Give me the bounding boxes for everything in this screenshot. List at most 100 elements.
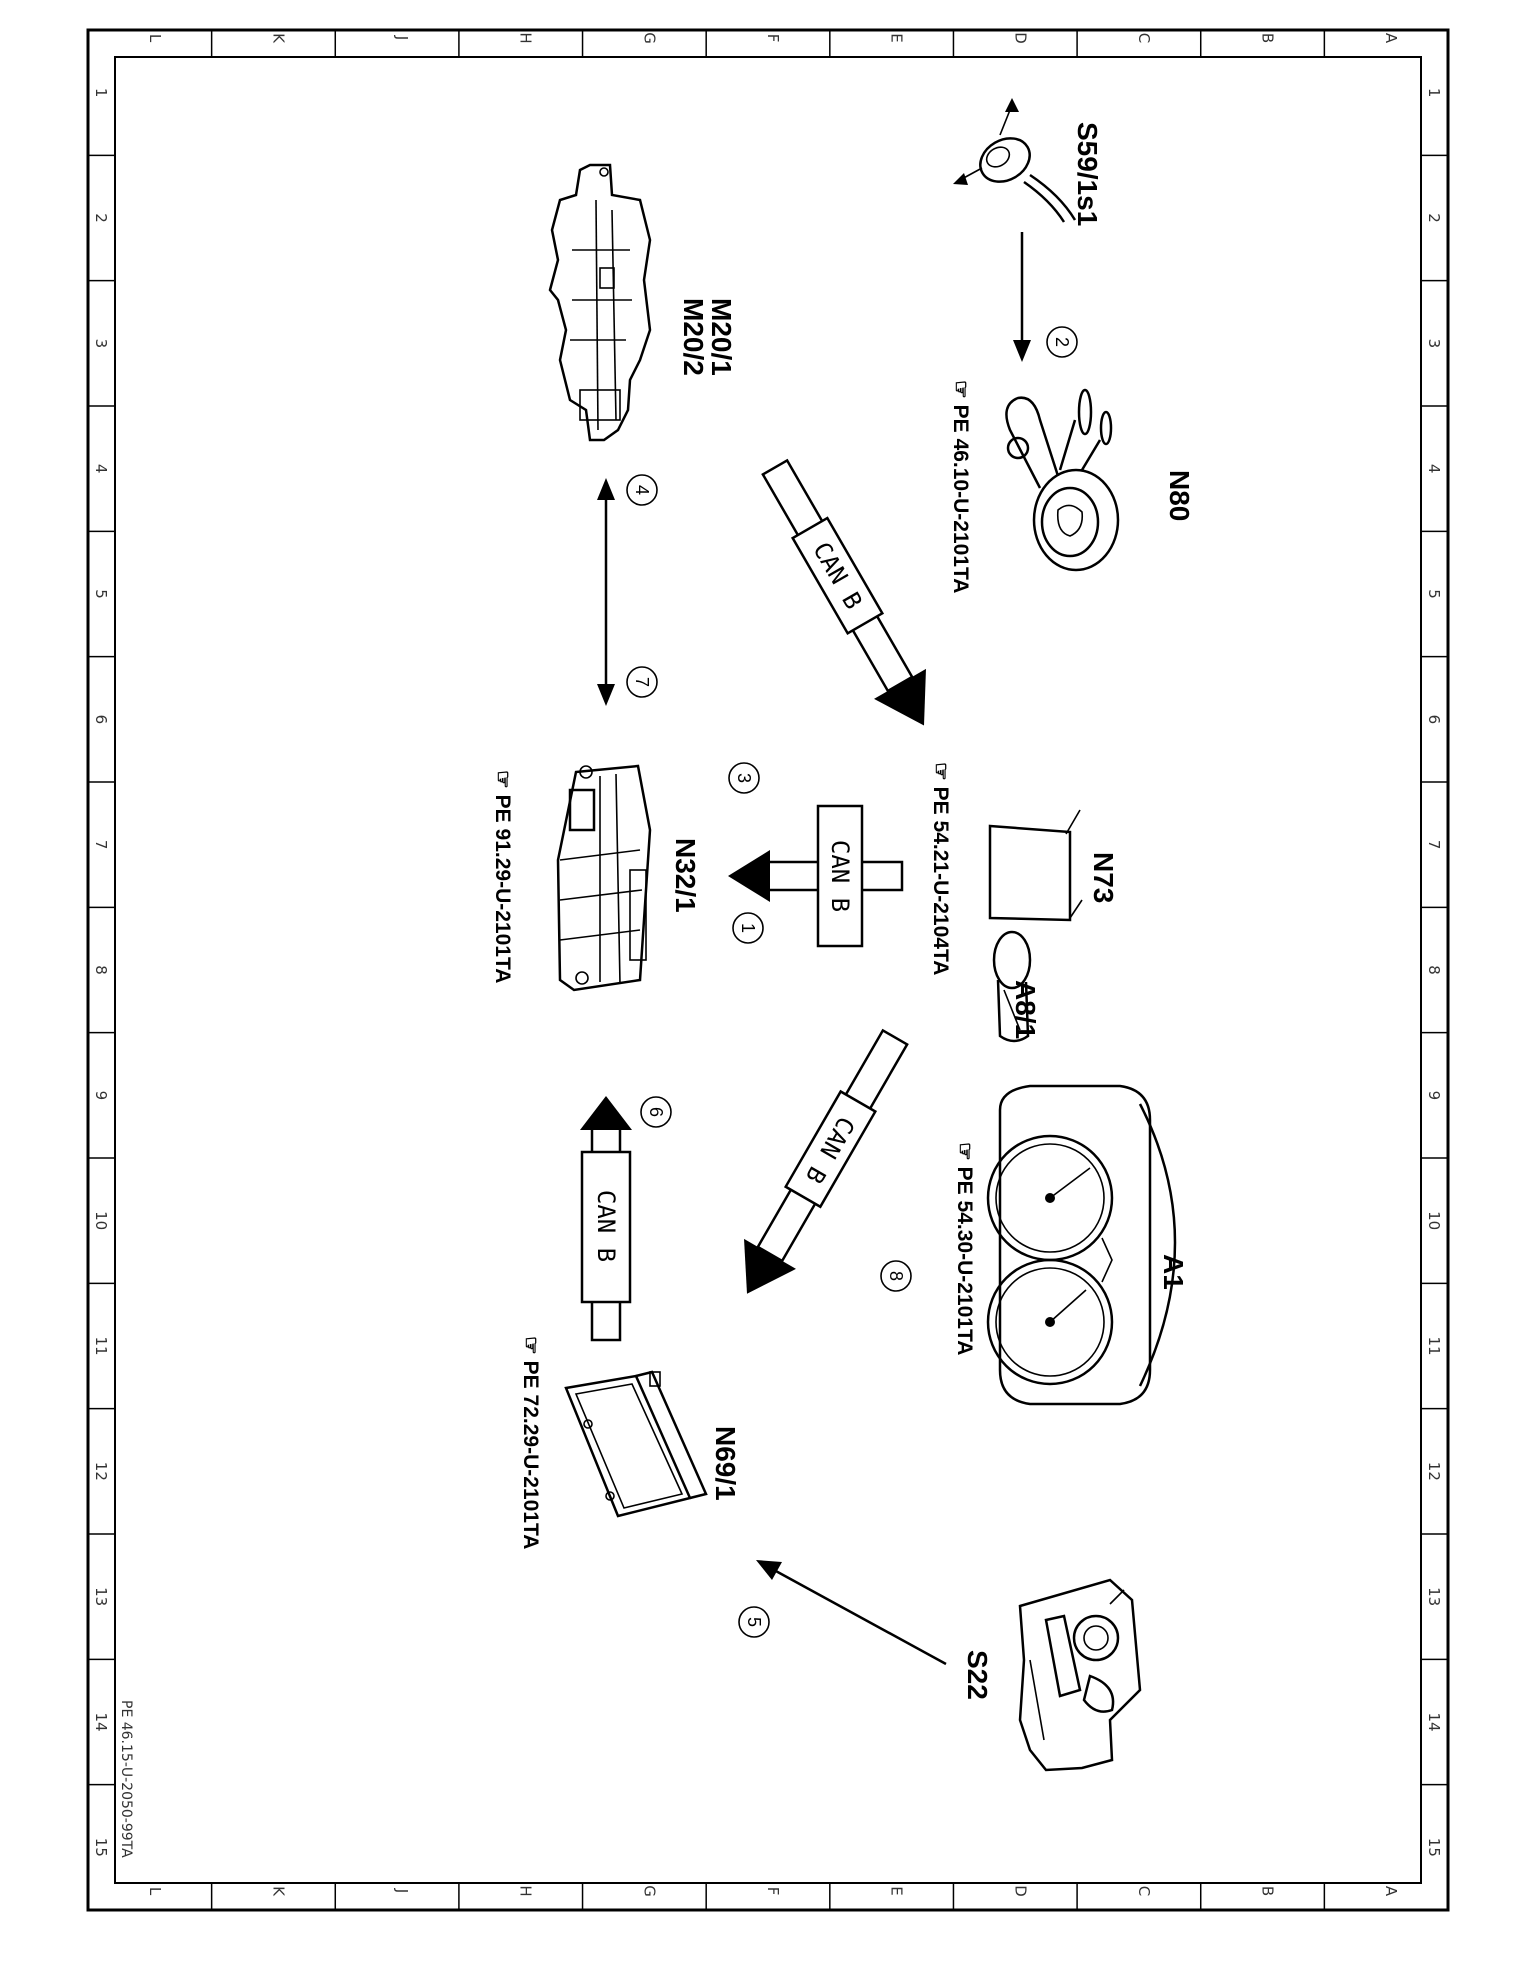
- grid-number-right: 9: [1425, 1091, 1443, 1101]
- grid-number-left: 7: [92, 840, 110, 850]
- grid-letter-bottom: H: [517, 1885, 535, 1896]
- grid-number-left: 8: [92, 965, 110, 975]
- grid-number-right: 12: [1425, 1462, 1443, 1481]
- label-m20-1: M20/1: [706, 298, 737, 376]
- ref-hand-icon: ☞: [519, 1336, 542, 1361]
- step-1-circle: [732, 912, 764, 944]
- step-3-circle: [728, 762, 760, 794]
- ref-hand-icon: ☞: [953, 1142, 976, 1167]
- arrow-2-head: [1013, 340, 1031, 362]
- label-a1: A1: [1158, 1254, 1189, 1290]
- arrow-5-shaft: [773, 1568, 947, 1666]
- step-4-circle: [626, 474, 658, 506]
- grid-letter-bottom: K: [269, 1886, 287, 1897]
- ref-n80: ☞ PE 46.10-U-2101TA: [949, 380, 972, 593]
- grid-letter-bottom: C: [1135, 1886, 1153, 1896]
- grid-letter-top: B: [1259, 33, 1277, 43]
- grid-letter-top: D: [1011, 32, 1029, 44]
- step-6-number: 6: [646, 1107, 666, 1117]
- grid-letter-bottom: A: [1382, 1886, 1400, 1897]
- grid-letter-top: G: [640, 32, 658, 44]
- grid-number-left: 14: [92, 1712, 110, 1731]
- a1-cluster-drawing: [986, 1084, 1177, 1406]
- step-3-number: 3: [734, 773, 754, 783]
- label-a8-1: A8/1: [1010, 980, 1041, 1039]
- can-arrow-6: CAN B: [580, 1096, 632, 1342]
- grid-number-left: 5: [92, 589, 110, 599]
- grid-number-right: 13: [1425, 1587, 1443, 1606]
- ref-n69: ☞ PE 72.29-U-2101TA: [519, 1336, 542, 1549]
- s22-switch-drawing: [1018, 1578, 1142, 1772]
- grid-number-left: 2: [92, 213, 110, 223]
- ref-hand-icon: ☞: [491, 770, 514, 795]
- grid-number-left: 6: [92, 715, 110, 725]
- grid-number-right: 15: [1425, 1838, 1443, 1857]
- grid-number-left: 13: [92, 1587, 110, 1606]
- label-n32-1: N32/1: [670, 838, 701, 913]
- step-2-circle: [1046, 326, 1078, 358]
- grid-letter-bottom: G: [640, 1885, 658, 1897]
- grid-number-left: 15: [92, 1838, 110, 1857]
- grid-number-left: 1: [92, 88, 110, 98]
- grid-letter-bottom: B: [1259, 1886, 1277, 1896]
- grid-letter-top: H: [517, 32, 535, 43]
- n73-switch-drawing: [988, 809, 1083, 1043]
- step-6-circle: [640, 1096, 672, 1128]
- can-arrow-3: CAN B: [761, 458, 926, 726]
- step-5-number: 5: [744, 1617, 764, 1627]
- grid-letter-top: C: [1135, 33, 1153, 43]
- can-arrow-8: CAN B: [744, 1028, 909, 1294]
- can-label-1: CAN B: [826, 840, 854, 912]
- label-m20-2: M20/2: [678, 298, 709, 376]
- grid-letter-bottom: D: [1011, 1885, 1029, 1897]
- arrow-7-head: [597, 684, 615, 706]
- grid-number-left: 9: [92, 1091, 110, 1101]
- grid-number-left: 11: [92, 1336, 110, 1355]
- label-n73: N73: [1088, 852, 1119, 903]
- document-id: PE 46.15-U-2050-99TA: [118, 1700, 134, 1858]
- grid-number-right: 6: [1425, 715, 1443, 725]
- can-label-6: CAN B: [592, 1190, 620, 1262]
- label-n69-1: N69/1: [710, 1426, 741, 1501]
- grid-number-right: 3: [1425, 339, 1443, 349]
- label-s59: S59/1s1: [1072, 122, 1103, 226]
- grid-number-left: 3: [92, 339, 110, 349]
- grid-letter-top: J: [393, 35, 411, 40]
- outer-frame: [86, 28, 1450, 1912]
- grid-number-right: 11: [1425, 1336, 1443, 1355]
- step-8-number: 8: [886, 1271, 906, 1281]
- grid-number-right: 10: [1425, 1211, 1443, 1230]
- step-8-circle: [880, 1260, 912, 1292]
- grid-letter-bottom: J: [393, 1888, 411, 1893]
- grid-number-right: 5: [1425, 589, 1443, 599]
- grid-number-right: 7: [1425, 840, 1443, 850]
- grid-letter-top: A: [1382, 33, 1400, 44]
- step-7-number: 7: [632, 677, 652, 687]
- grid-letter-top: F: [764, 34, 782, 43]
- grid-number-right: 1: [1425, 88, 1443, 98]
- ref-hand-icon: ☞: [949, 380, 972, 405]
- grid-number-right: 8: [1425, 965, 1443, 975]
- n69-module-drawing: [564, 1370, 708, 1518]
- arrow-5-head: [756, 1560, 782, 1580]
- grid-letter-bottom: L: [146, 1887, 164, 1896]
- grid-letter-bottom: E: [888, 1886, 906, 1895]
- ref-a1: ☞ PE 54.30-U-2101TA: [953, 1142, 976, 1355]
- step-5-circle: [738, 1606, 770, 1638]
- grid-number-right: 14: [1425, 1712, 1443, 1731]
- grid-letter-bottom: F: [764, 1887, 782, 1896]
- grid-number-right: 4: [1425, 464, 1443, 474]
- grid-number-left: 4: [92, 464, 110, 474]
- step-4-number: 4: [632, 485, 652, 495]
- step-1-number: 1: [738, 923, 758, 933]
- ref-hand-icon: ☞: [929, 762, 952, 787]
- n80-module-drawing: [1005, 388, 1120, 572]
- step-2-number: 2: [1052, 337, 1072, 347]
- label-s22: S22: [962, 1650, 993, 1700]
- ref-n73: ☞ PE 54.21-U-2104TA: [929, 762, 952, 975]
- n32-module-drawing: [556, 764, 652, 992]
- can-arrow-1: CAN B: [728, 804, 904, 948]
- grid-number-left: 10: [92, 1211, 110, 1230]
